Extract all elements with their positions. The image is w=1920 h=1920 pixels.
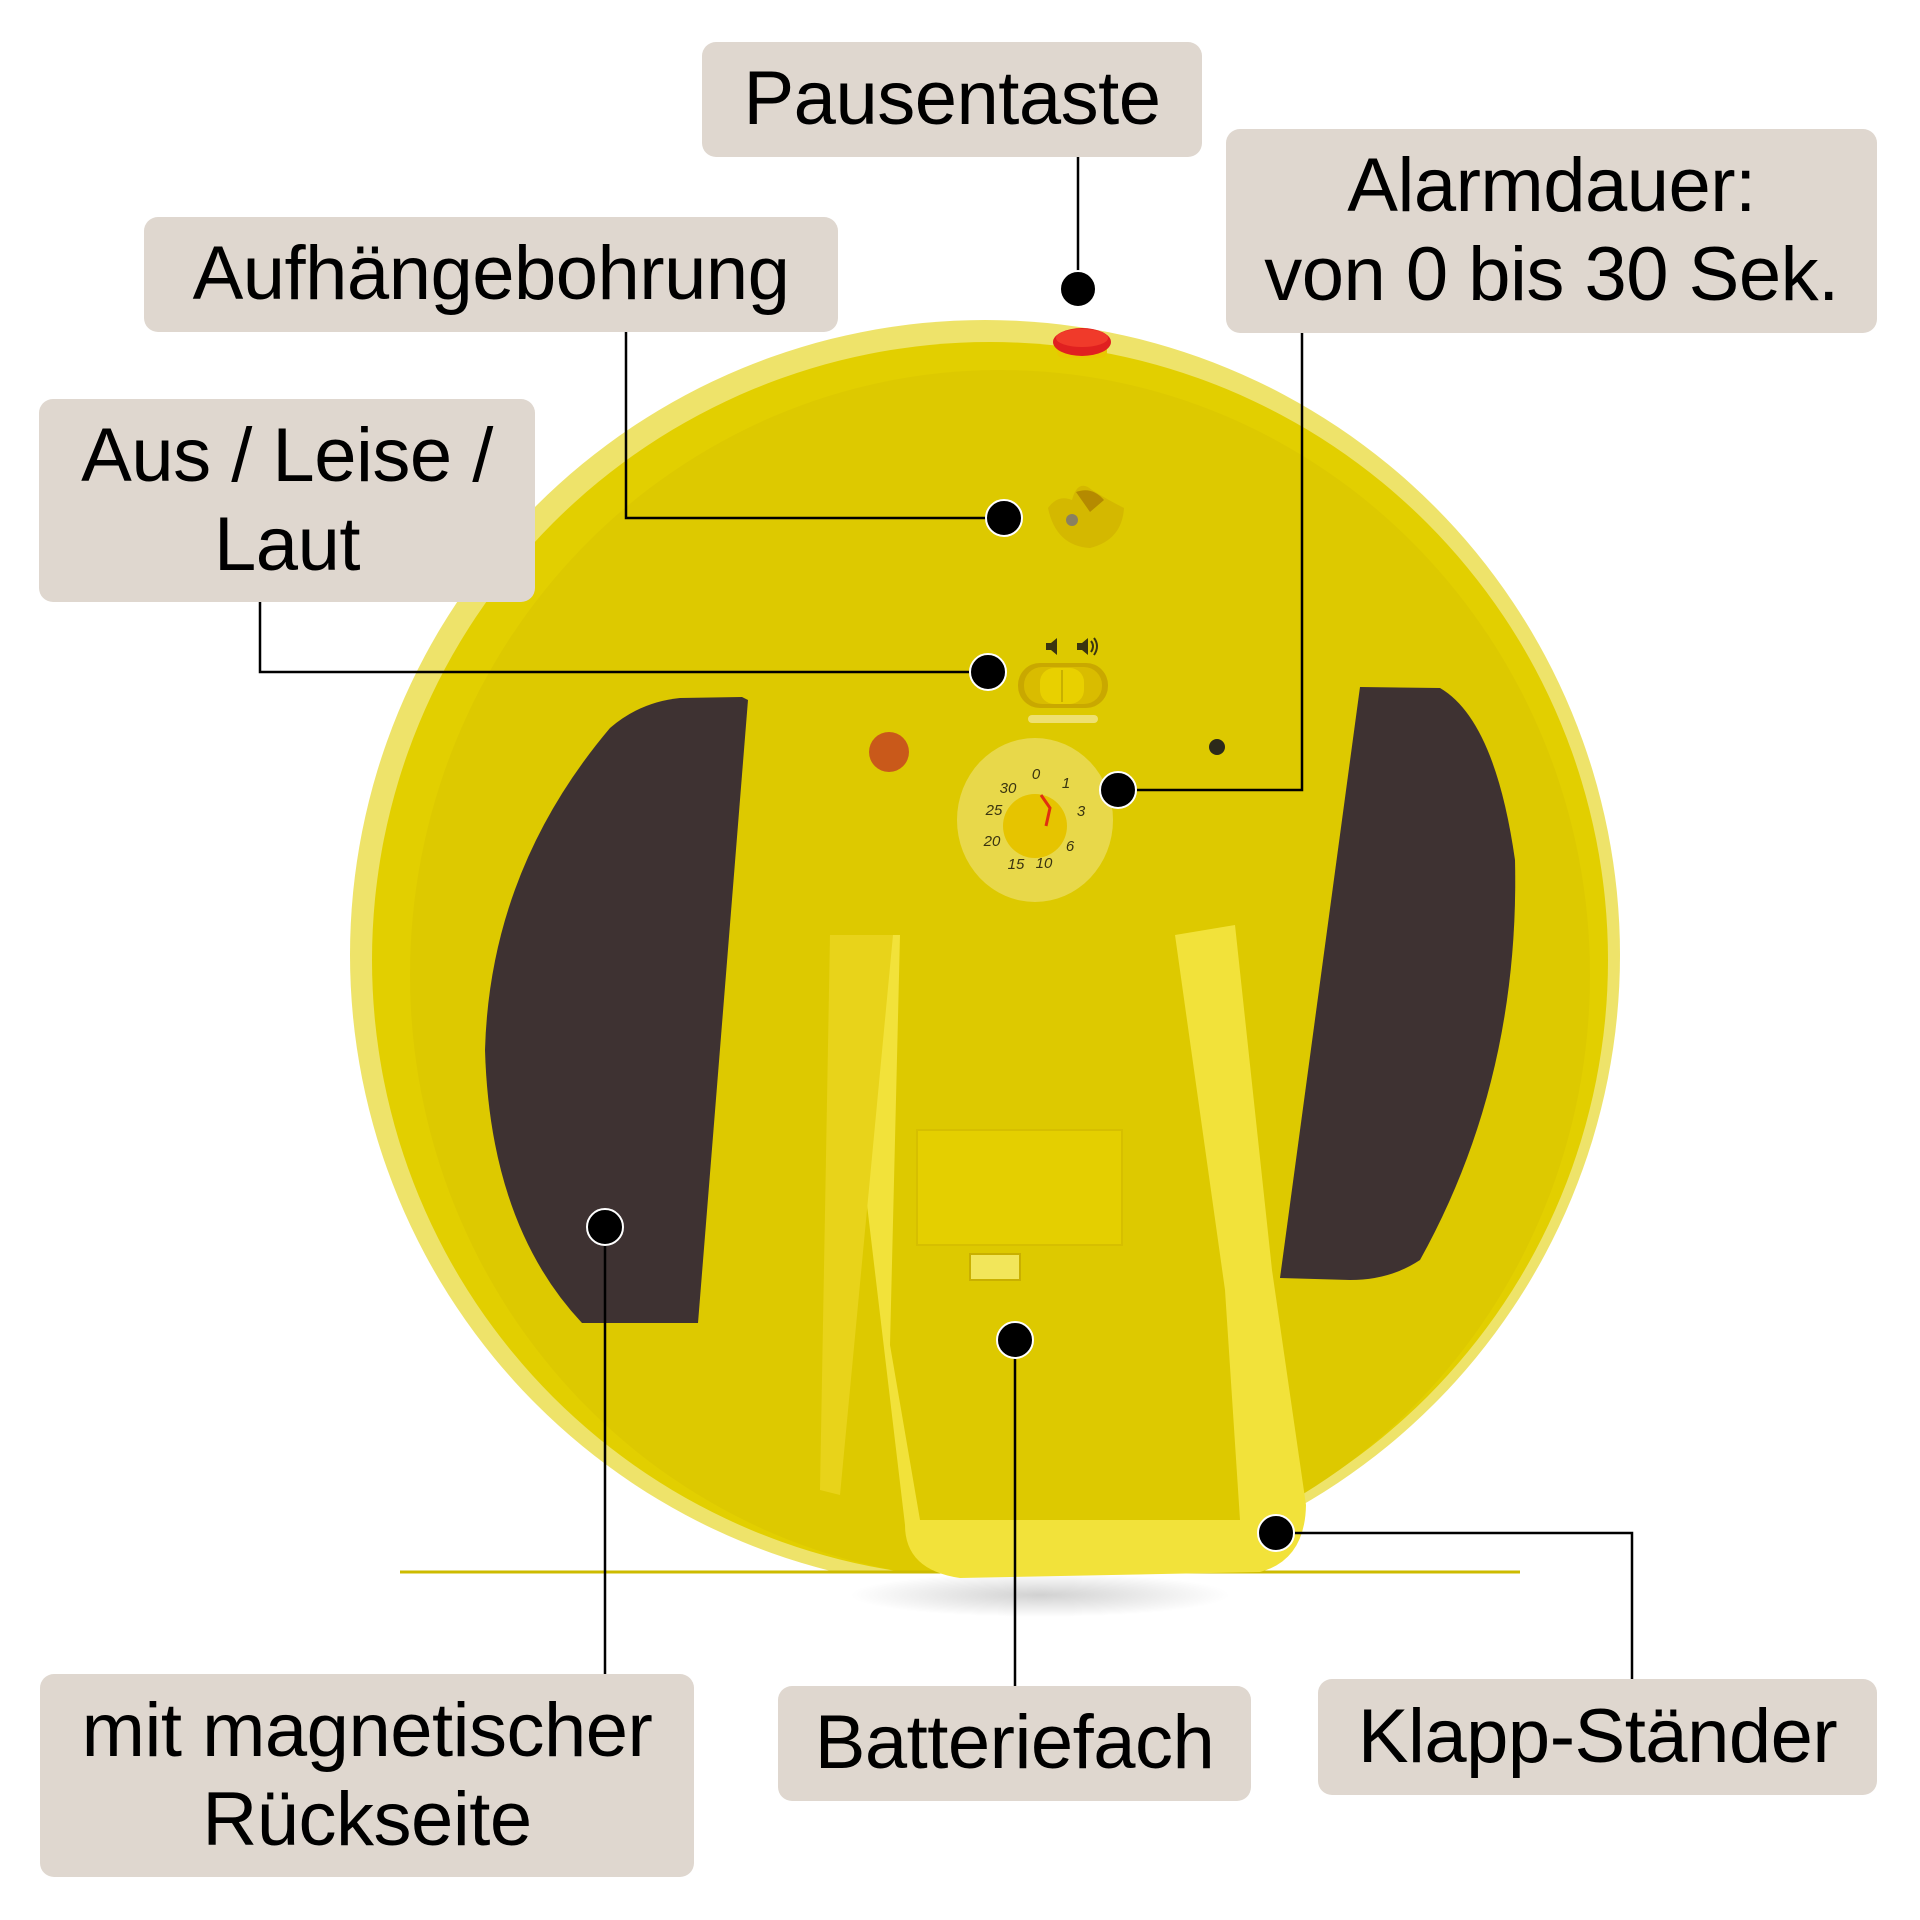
label-text-line1: Alarmdauer:: [1347, 143, 1756, 229]
battery-cover: [916, 1129, 1123, 1246]
magnet-pad-right: [1280, 687, 1516, 1280]
label-text-line1: mit magnetischer: [81, 1687, 653, 1773]
battery-latch: [969, 1253, 1021, 1281]
label-magnetische-rueckseite: mit magnetischer Rückseite: [40, 1674, 694, 1877]
label-text: Aufhängebohrung: [192, 231, 790, 317]
speaker-low-icon: [1046, 638, 1057, 655]
pause-button: [1053, 328, 1111, 358]
speaker-high-icon: [1077, 637, 1098, 656]
small-hole: [1209, 739, 1225, 755]
sensor-hole: [869, 732, 909, 772]
label-text: Klapp-Ständer: [1357, 1693, 1838, 1779]
hanger-hole: [1048, 485, 1124, 548]
label-batteriefach: Batteriefach: [778, 1686, 1251, 1801]
label-text: Batteriefach: [814, 1700, 1215, 1786]
dial-tick: 6: [1066, 838, 1075, 855]
alarm-duration-dial: 0 1 3 6 10 15 20 25 30: [957, 738, 1113, 902]
dial-tick: 15: [1008, 856, 1025, 873]
label-text-line2: von 0 bis 30 Sek.: [1264, 232, 1839, 317]
label-pausentaste: Pausentaste: [702, 42, 1202, 157]
stand-shadow: [850, 1573, 1230, 1617]
dial-tick: 10: [1036, 855, 1053, 872]
dial-tick: 25: [985, 802, 1003, 819]
volume-switch: [1018, 637, 1108, 723]
klapp-staender: [820, 925, 1306, 1578]
label-lautstaerke: Aus / Leise / Laut: [39, 399, 535, 602]
label-klapp-staender: Klapp-Ständer: [1318, 1679, 1877, 1795]
magnet-pad-left: [485, 697, 748, 1323]
dial-tick: 0: [1032, 766, 1041, 783]
leader-lines: [258, 157, 1634, 1686]
label-aufhaengebohrung: Aufhängebohrung: [144, 217, 838, 332]
label-text-line2: Rückseite: [202, 1776, 532, 1862]
dial-tick: 20: [983, 833, 1001, 850]
label-text-line1: Aus / Leise /: [81, 412, 493, 498]
dial-tick: 3: [1077, 803, 1086, 820]
label-text: Pausentaste: [743, 56, 1161, 142]
dial-tick: 1: [1062, 775, 1070, 792]
label-alarmdauer: Alarmdauer: von 0 bis 30 Sek.: [1226, 129, 1877, 333]
label-text-line2: Laut: [214, 501, 360, 587]
callout-dots: [586, 270, 1295, 1552]
dial-tick: 30: [1000, 780, 1017, 797]
